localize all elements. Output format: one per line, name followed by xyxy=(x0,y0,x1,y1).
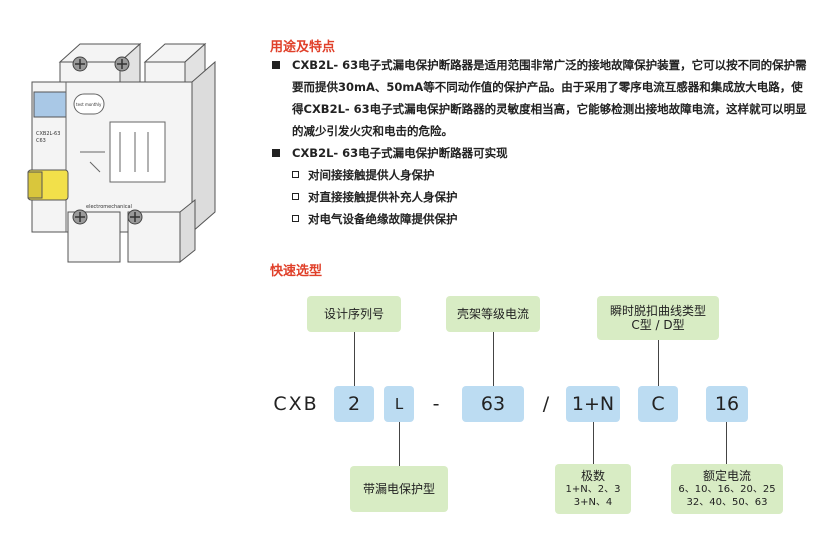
sub-item: 对间接接触提供人身保护 xyxy=(270,164,810,186)
label-curve-line2: C型 / D型 xyxy=(631,318,685,332)
code-prefix: CXB xyxy=(273,393,319,415)
connector-line xyxy=(399,422,400,468)
label-current-line1: 6、10、16、20、25 xyxy=(678,484,776,495)
label-series-number: 设计序列号 xyxy=(307,296,401,332)
connector-line xyxy=(493,332,494,386)
connector-line xyxy=(354,332,355,386)
feature-item: CXB2L- 63电子式漏电保护断路器是适用范围非常广泛的接地故障保护装置，它可… xyxy=(270,54,810,142)
code-leakage: L xyxy=(384,386,414,422)
connector-line xyxy=(726,422,727,466)
feature-item: CXB2L- 63电子式漏电保护断路器可实现 xyxy=(270,142,810,164)
features-list: CXB2L- 63电子式漏电保护断路器是适用范围非常广泛的接地故障保护装置，它可… xyxy=(270,54,810,230)
label-poles-line2: 3+N、4 xyxy=(573,497,613,508)
label-leakage-text: 带漏电保护型 xyxy=(362,482,435,496)
label-frame-current: 壳架等级电流 xyxy=(446,296,540,332)
section-title-selection: 快速选型 xyxy=(270,264,323,279)
label-poles-title: 极数 xyxy=(580,469,605,483)
square-bullet-icon xyxy=(272,61,280,69)
section-title-usage: 用途及特点 xyxy=(270,40,336,55)
code-curve: C xyxy=(638,386,678,422)
label-poles-line1: 1+N、2、3 xyxy=(565,484,621,495)
code-series: 2 xyxy=(334,386,374,422)
code-separator-slash: / xyxy=(542,393,550,415)
code-separator-dash: - xyxy=(432,393,440,415)
sub-item-text: 对直接接触提供补充人身保护 xyxy=(308,190,458,204)
hollow-square-bullet-icon xyxy=(292,193,299,200)
label-series-text: 设计序列号 xyxy=(323,307,384,321)
connector-line xyxy=(593,422,594,466)
label-current-title: 额定电流 xyxy=(702,469,751,483)
device-brand-label: electromechanical xyxy=(86,204,132,210)
label-frame-text: 壳架等级电流 xyxy=(456,307,529,321)
label-curve-line1: 瞬时脱扣曲线类型 xyxy=(609,304,706,318)
device-model-label: CXB2L-63 xyxy=(36,131,60,137)
sub-item-text: 对电气设备绝缘故障提供保护 xyxy=(308,212,458,226)
label-rated-current: 额定电流 6、10、16、20、25 32、40、50、63 xyxy=(671,464,783,514)
device-test-label: test monthly xyxy=(76,102,102,107)
feature-text: CXB2L- 63电子式漏电保护断路器是适用范围非常广泛的接地故障保护装置，它可… xyxy=(292,58,807,138)
code-poles: 1+N xyxy=(566,386,620,422)
hollow-square-bullet-icon xyxy=(292,215,299,222)
code-rated-current: 16 xyxy=(706,386,748,422)
connector-line xyxy=(658,340,659,386)
sub-item: 对直接接触提供补充人身保护 xyxy=(270,186,810,208)
label-trip-curve: 瞬时脱扣曲线类型 C型 / D型 xyxy=(597,296,719,340)
label-leakage-type: 带漏电保护型 xyxy=(350,466,448,512)
breaker-illustration: CXB2L-63 C63 test monthly electromechani… xyxy=(27,42,216,264)
sub-item-text: 对间接接触提供人身保护 xyxy=(308,168,435,182)
label-current-line2: 32、40、50、63 xyxy=(686,497,768,508)
sub-item: 对电气设备绝缘故障提供保护 xyxy=(270,208,810,230)
code-frame-current: 63 xyxy=(462,386,524,422)
label-poles: 极数 1+N、2、3 3+N、4 xyxy=(555,464,631,514)
device-rating-label: C63 xyxy=(36,138,46,144)
hollow-square-bullet-icon xyxy=(292,171,299,178)
feature-text: CXB2L- 63电子式漏电保护断路器可实现 xyxy=(292,146,508,160)
square-bullet-icon xyxy=(272,149,280,157)
